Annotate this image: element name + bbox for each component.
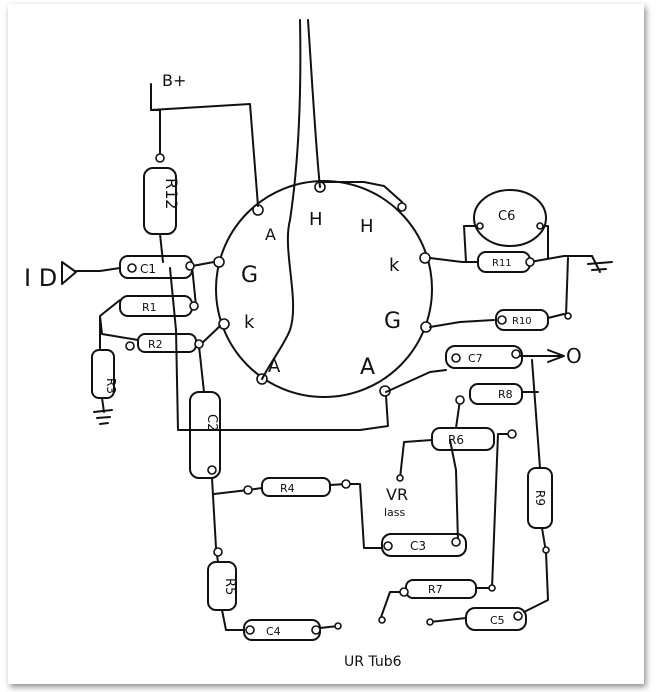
label-r11: R11	[492, 258, 512, 269]
vr-note-label: lass	[384, 506, 406, 519]
label-c5: C5	[490, 614, 505, 627]
input-label: I D	[24, 264, 57, 292]
tube-note-label: UR Tub6	[344, 654, 402, 670]
label-r3: R3	[104, 378, 118, 394]
pin-label-k-left: k	[244, 312, 255, 333]
label-c7: C7	[468, 352, 483, 365]
input-arrow	[61, 261, 77, 285]
label-r2: R2	[148, 338, 163, 351]
label-r9: R9	[533, 490, 547, 506]
label-r8: R8	[498, 388, 513, 401]
label-r1: R1	[142, 301, 157, 314]
components	[91, 153, 572, 641]
tube-symbol	[213, 19, 433, 398]
label-r10: R10	[512, 316, 532, 327]
label-c3: C3	[410, 539, 426, 553]
pin-label-h1: H	[309, 209, 323, 230]
label-c2: C2	[204, 414, 219, 431]
label-r6: R6	[448, 433, 464, 447]
pin-label-a-top: A	[265, 225, 276, 244]
paper-sheet: H H k G A A k G A	[8, 4, 644, 684]
pin-label-a-bottom: A	[268, 356, 281, 377]
label-r4: R4	[280, 482, 295, 495]
label-c1: C1	[140, 262, 156, 276]
pin-label-g-right: G	[384, 309, 401, 334]
label-c4: C4	[266, 625, 281, 638]
output-label: O	[566, 344, 582, 368]
pin-label-g-left: G	[241, 263, 258, 288]
vr-label: VR	[386, 485, 408, 504]
pin-label-a-right: A	[360, 355, 375, 380]
label-r12: R12	[162, 178, 181, 209]
label-r7: R7	[428, 583, 443, 596]
circuit-schematic: H H k G A A k G A	[24, 19, 613, 670]
supply-label: B+	[162, 71, 186, 90]
label-c6: C6	[498, 209, 515, 224]
pin-label-h2: H	[360, 216, 374, 237]
pin-label-k-right: k	[389, 255, 400, 276]
label-r5: R5	[222, 578, 237, 595]
wiring	[75, 83, 613, 631]
